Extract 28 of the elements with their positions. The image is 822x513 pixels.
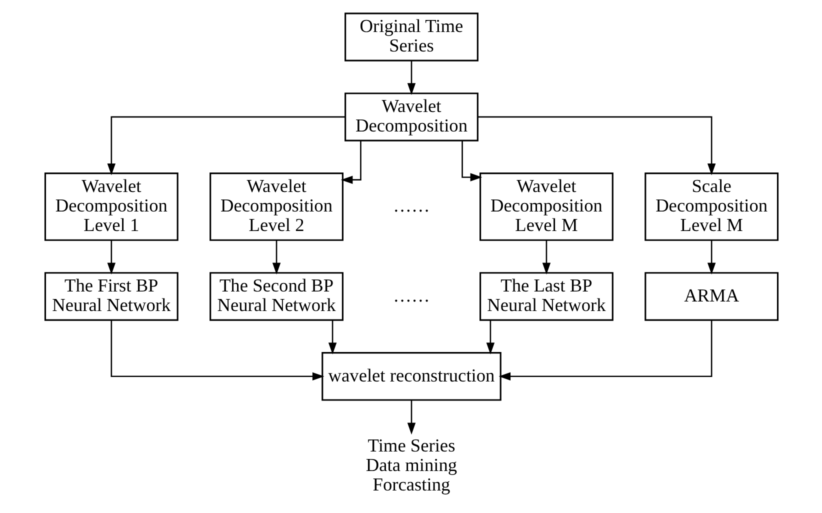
node-box: The First BP Neural Network (44, 272, 178, 321)
arrow (706, 240, 716, 275)
arrow (106, 116, 345, 176)
node-box: Original Time Series (344, 12, 478, 62)
arrow (328, 320, 336, 354)
arrow (461, 140, 482, 182)
node-box: The Second BP Neural Network (209, 272, 343, 321)
node-box: The Last BP Neural Network (479, 272, 613, 321)
arrow (542, 240, 550, 275)
arrow (477, 116, 716, 176)
node-text: Time Series Data mining Forcasting (365, 435, 457, 495)
node-box: Wavelet Decomposition Level M (479, 172, 613, 241)
label: …… (392, 196, 430, 216)
node-box: Wavelet Decomposition (344, 92, 478, 142)
arrow (106, 240, 116, 275)
arrow (498, 320, 712, 381)
arrow (406, 400, 416, 435)
node-box: Wavelet Decomposition Level 2 (209, 172, 343, 241)
arrow (486, 320, 494, 354)
arrow (272, 240, 280, 275)
node-box: Wavelet Decomposition Level 1 (44, 172, 178, 241)
arrow (406, 60, 416, 95)
node-box: ARMA (644, 272, 778, 321)
node-box: wavelet reconstruction (321, 352, 501, 401)
label: …… (392, 285, 430, 306)
arrow (340, 140, 361, 184)
node-box: Scale Decomposition Level M (644, 172, 778, 241)
arrow (110, 320, 324, 381)
